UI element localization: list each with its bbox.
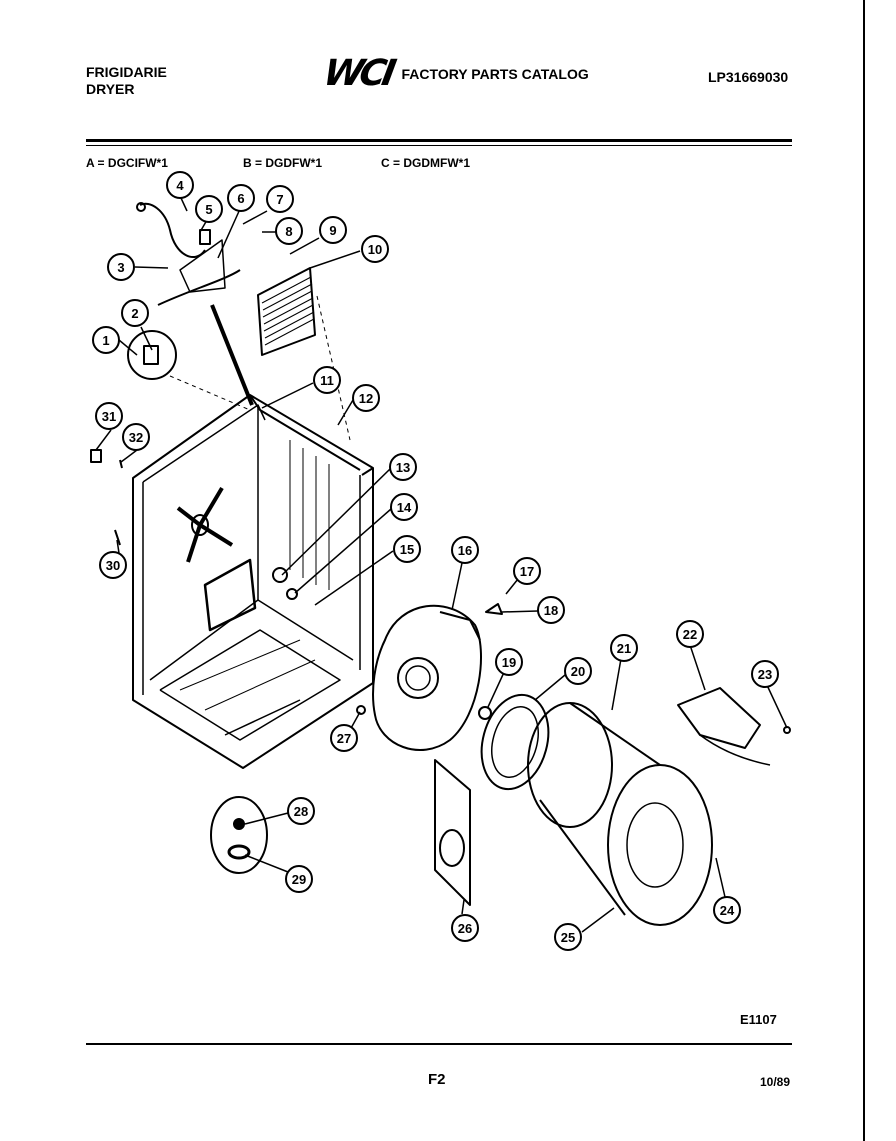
svg-text:25: 25 [561,930,575,945]
baffle [677,687,771,766]
svg-text:21: 21 [617,641,631,656]
callout-8: 8 [275,217,303,245]
svg-text:23: 23 [758,667,772,682]
revision-date: 10/89 [760,1075,791,1089]
cabinet [132,394,374,769]
brand-block: FRIGIDARIE DRYER [86,64,167,98]
callout-11: 11 [313,366,341,394]
svg-text:29: 29 [292,872,306,887]
svg-text:9: 9 [329,223,336,238]
model-c: C = DGDMFW*1 [381,156,471,170]
callout-29: 29 [285,865,313,893]
svg-text:30: 30 [106,558,120,573]
callout-12: 12 [352,384,380,412]
model-b: B = DGDFW*1 [243,156,323,170]
front-bulkhead [372,604,482,751]
svg-text:24: 24 [720,903,735,918]
felt-ring [480,693,550,791]
svg-text:2: 2 [131,306,138,321]
callout-28: 28 [287,797,315,825]
callout-23: 23 [751,660,779,688]
callout-15: 15 [393,535,421,563]
svg-text:16: 16 [458,543,472,558]
page-number: F2 [428,1071,446,1088]
svg-text:26: 26 [458,921,472,936]
publication-number: LP31669030 [708,69,789,85]
svg-text:22: 22 [683,627,697,642]
callout-17: 17 [513,557,541,585]
callout-27: 27 [330,724,358,752]
figure-code: E1107 [740,1012,777,1027]
model-a: A = DGCIFW*1 [86,156,168,170]
callouts: 1 2 3 4 5 6 7 8 9 10 11 12 13 14 15 16 1… [92,171,779,951]
callout-31: 31 [95,402,123,430]
svg-text:15: 15 [400,542,414,557]
svg-text:17: 17 [520,564,534,579]
svg-text:7: 7 [276,192,283,207]
callout-32: 32 [122,423,150,451]
svg-text:18: 18 [544,603,558,618]
header-rule-thin [86,145,792,146]
callout-6: 6 [227,184,255,212]
callout-19: 19 [495,648,523,676]
svg-text:1: 1 [102,333,109,348]
callout-2: 2 [121,299,149,327]
callout-10: 10 [361,235,389,263]
header-rule-thick [86,139,792,142]
catalog-title: FACTORY PARTS CATALOG [401,65,589,82]
callout-18: 18 [537,596,565,624]
callout-30: 30 [99,551,127,579]
drum [527,702,713,926]
svg-text:31: 31 [102,409,116,424]
brand-name: FRIGIDARIE [86,64,167,80]
callout-3: 3 [107,253,135,281]
catalog-header: WCI FACTORY PARTS CATALOG [320,53,589,94]
svg-text:32: 32 [129,430,143,445]
callout-22: 22 [676,620,704,648]
callout-13: 13 [389,453,417,481]
leveling-leg [210,796,268,874]
svg-text:12: 12 [359,391,373,406]
callout-1: 1 [92,326,120,354]
callout-7: 7 [266,185,294,213]
callout-9: 9 [319,216,347,244]
svg-text:27: 27 [337,731,351,746]
callout-4: 4 [166,171,194,199]
callout-25: 25 [554,923,582,951]
svg-text:14: 14 [397,500,412,515]
svg-text:10: 10 [368,242,382,257]
svg-text:5: 5 [205,202,212,217]
svg-text:8: 8 [285,224,292,239]
callout-20: 20 [564,657,592,685]
bracket [157,239,254,406]
svg-text:11: 11 [320,373,334,388]
callout-16: 16 [451,536,479,564]
callout-26: 26 [451,914,479,942]
callout-14: 14 [390,493,418,521]
svg-text:19: 19 [502,655,516,670]
svg-text:6: 6 [237,191,244,206]
product-type: DRYER [86,81,135,97]
callout-5: 5 [195,195,223,223]
svg-text:13: 13 [396,460,410,475]
svg-text:28: 28 [294,804,308,819]
footer-rule [86,1043,792,1045]
svg-text:4: 4 [176,178,184,193]
svg-text:3: 3 [117,260,124,275]
callout-21: 21 [610,634,638,662]
callout-24: 24 [713,896,741,924]
page-border [863,0,865,1141]
back-panel [434,759,471,906]
power-cord [136,202,211,259]
svg-text:20: 20 [571,664,585,679]
grille [257,267,316,356]
switch-assembly [127,330,177,380]
